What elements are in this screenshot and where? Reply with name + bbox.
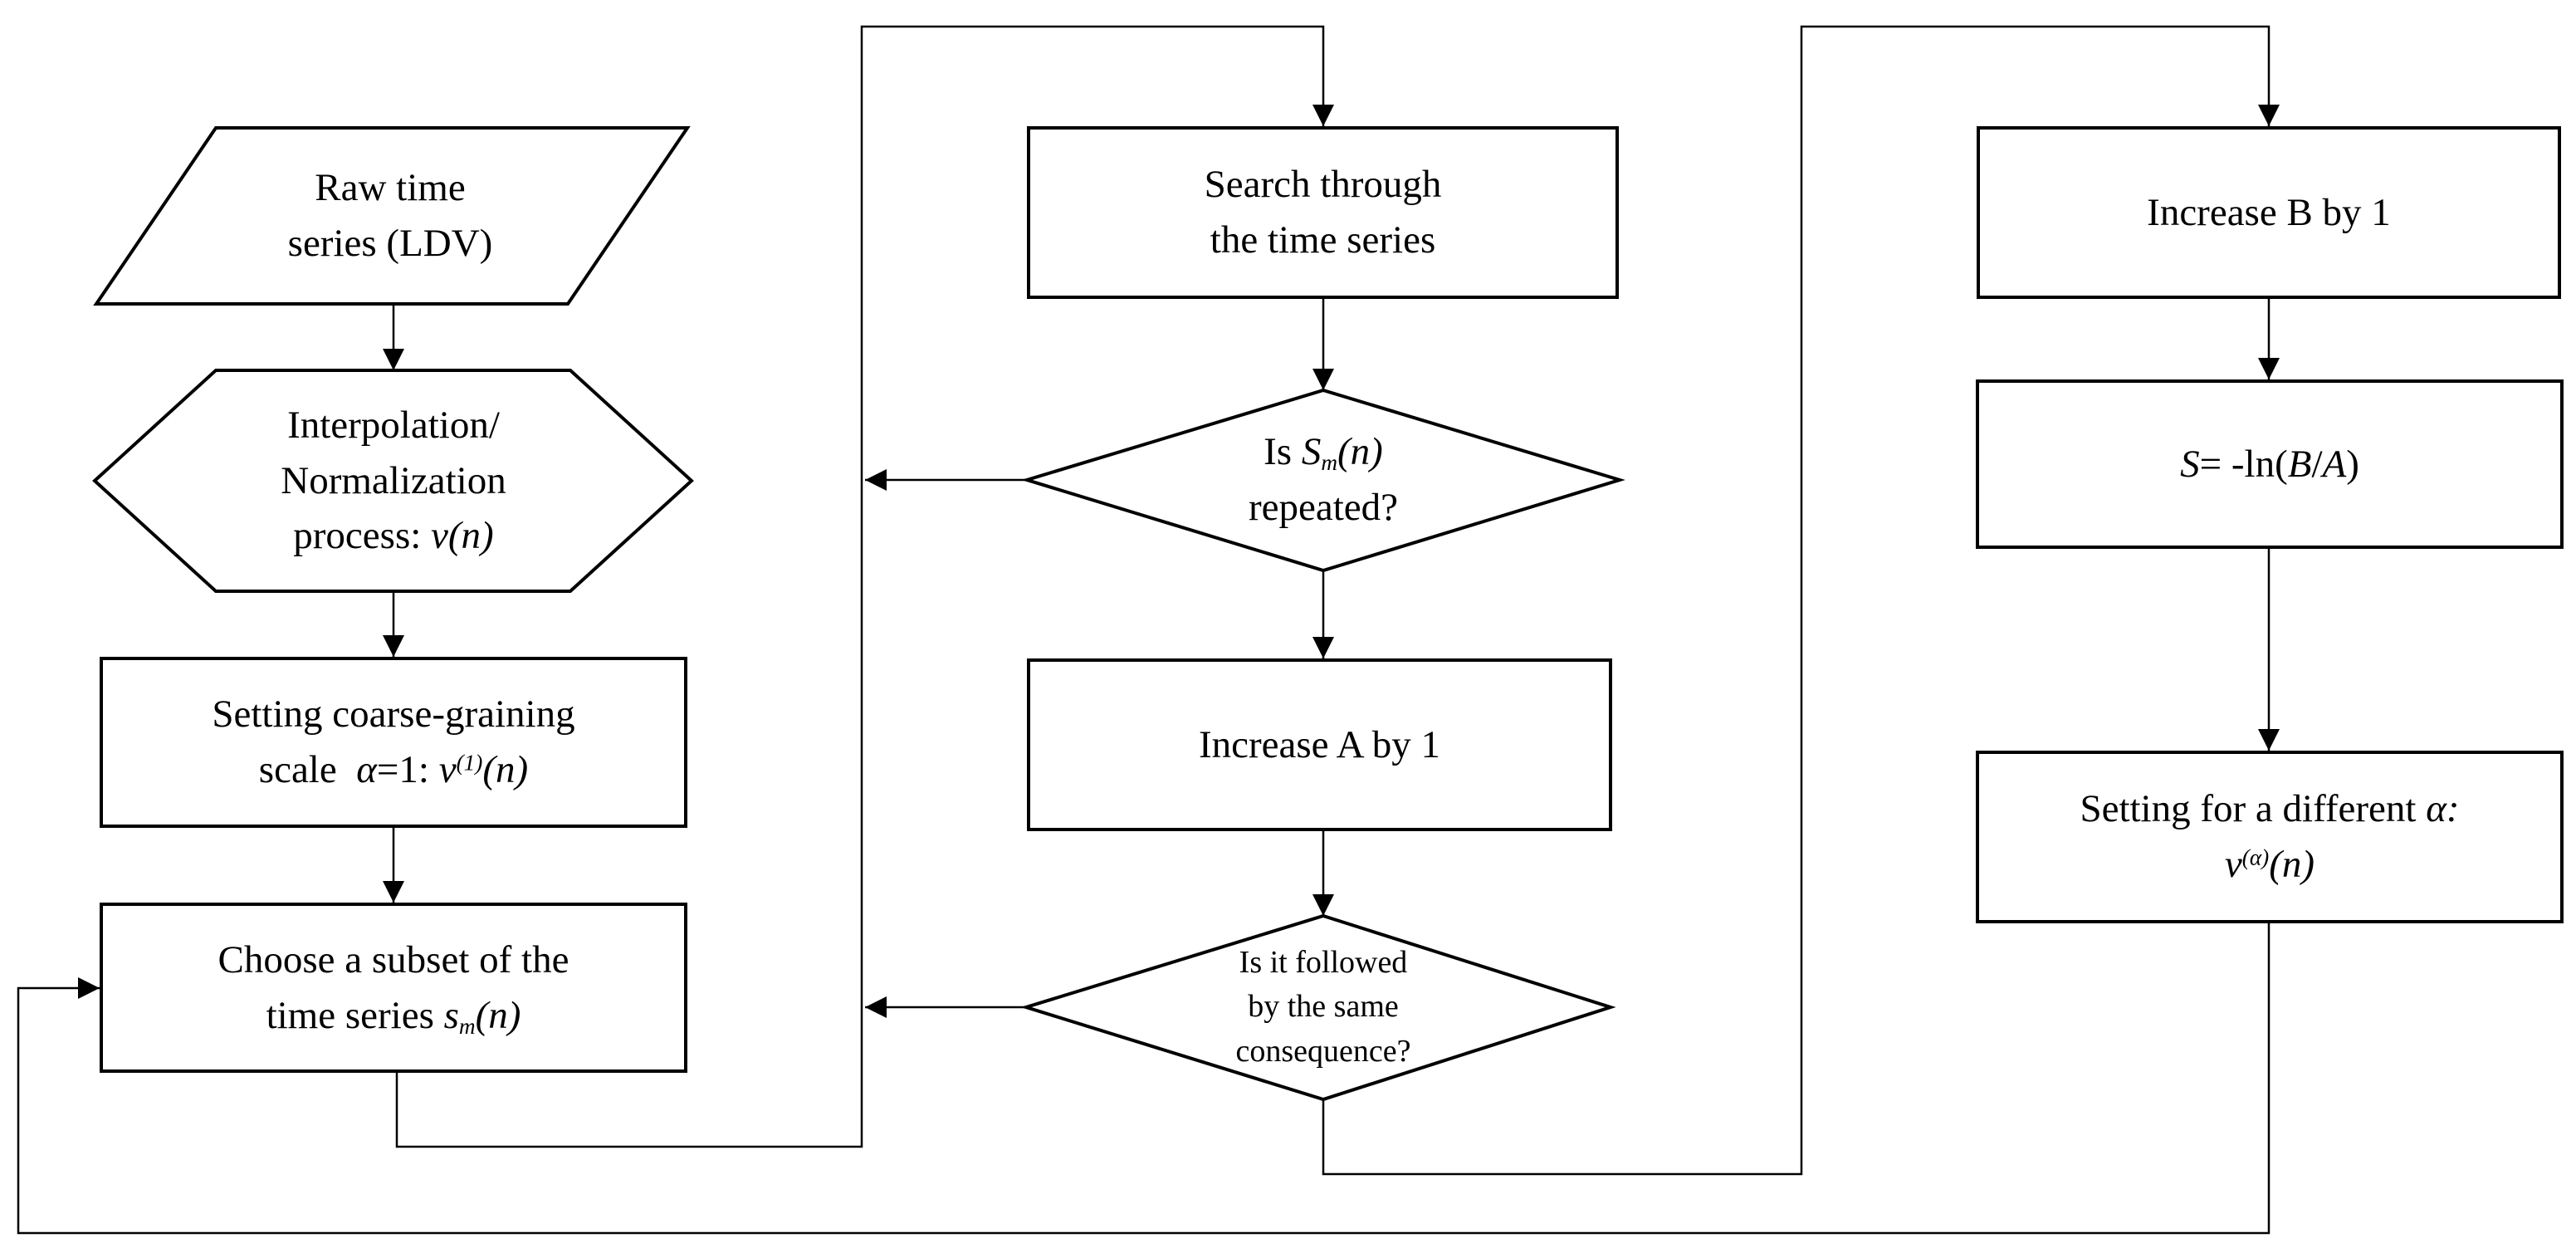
alpha-superscript: (α) [2241,844,2270,870]
hexagon-shape [92,369,694,593]
node-interpolation-normalization: Interpolation/ Normalization process: v(… [95,374,692,588]
alpha-colon: : [2446,787,2460,831]
scale-label: scale [258,748,357,791]
node-raw-line2: series (LDV) [287,222,493,265]
d1-subscript-m: m [1321,449,1338,475]
increase-b-label: Increase B by 1 [2147,190,2391,234]
scale-superscript: (1) [456,750,483,776]
scale-eq: =1: [376,748,439,791]
d2-line1: Is it followed [1239,945,1408,981]
choose-line2: time series sm(n) [266,988,521,1044]
d2-line2: by the same [1248,989,1399,1025]
interp-process-label: process: [293,514,432,558]
node-interp-line2: Normalization [281,458,506,502]
increase-a-label: Increase A by 1 [1198,722,1441,766]
node-interp-line3: process: v(n) [293,508,493,564]
edge-d2-to-incB [1322,25,2280,1176]
search-line1: Search through [1204,163,1442,207]
node-setting-different-alpha: Setting for a different α: v(α)(n) [1976,751,2564,923]
node-interp-line1: Interpolation/ [287,403,500,447]
choose-n: (n) [475,993,521,1037]
choose-subscript-m: m [458,1013,476,1039]
node-increase-a: Increase A by 1 [1027,658,1612,831]
node-is-followed-same-consequence: Is it followed by the same consequence? [1088,920,1559,1094]
node-raw-time-series: Raw time series (LDV) [125,128,656,304]
node-raw-line1: Raw time [315,166,466,210]
sln-close-paren: ) [2346,442,2359,486]
choose-label: time series [266,993,444,1037]
sln-S: S [2180,442,2200,486]
d1-line2: repeated? [1248,485,1398,529]
d1-line1: Is Sm(n) [1264,424,1383,480]
edge-alpha-to-choose-loop [17,923,2270,1235]
scale-v: v [438,748,457,791]
scale-line2: scale α=1: v(1)(n) [259,742,528,798]
node-search-time-series: Search through the time series [1027,126,1619,299]
d1-S: S [1301,429,1322,473]
alpha-v: v [2224,843,2242,886]
node-s-entropy: S= -ln(B/A) [1976,379,2564,549]
sln-eq: = -ln( [2199,442,2288,486]
d1-n: (n) [1337,429,1383,473]
d1-is-label: Is [1264,429,1302,473]
parallelogram-shape [93,126,691,306]
alpha-symbol: α [2426,787,2446,831]
sln-A: A [2322,442,2347,486]
choose-s: s [443,993,459,1037]
sln-formula: S= -ln(B/A) [2180,437,2359,492]
alpha-n: (n) [2269,843,2315,886]
node-increase-b: Increase B by 1 [1977,126,2561,299]
scale-line1: Setting coarse-graining [212,693,575,737]
node-setting-coarse-graining: Setting coarse-graining scale α=1: v(1)(… [100,657,687,828]
d2-line3: consequence? [1235,1033,1411,1069]
choose-line1: Choose a subset of the [218,937,569,981]
node-is-sm-repeated: Is Sm(n) repeated? [1079,394,1567,565]
interp-vn-formula: v(n) [431,514,494,558]
scale-alpha: α [356,748,377,791]
node-choose-subset: Choose a subset of the time series sm(n) [100,903,687,1073]
search-line2: the time series [1210,218,1436,262]
alpha-line1: Setting for a different α: [2080,781,2459,837]
sln-slash: / [2311,442,2323,486]
alpha-label: Setting for a different [2080,787,2427,831]
edge-choose-to-search-loop [395,25,1334,1148]
sln-B: B [2287,442,2312,486]
scale-n: (n) [482,748,529,791]
alpha-line2: v(α)(n) [2225,837,2314,893]
